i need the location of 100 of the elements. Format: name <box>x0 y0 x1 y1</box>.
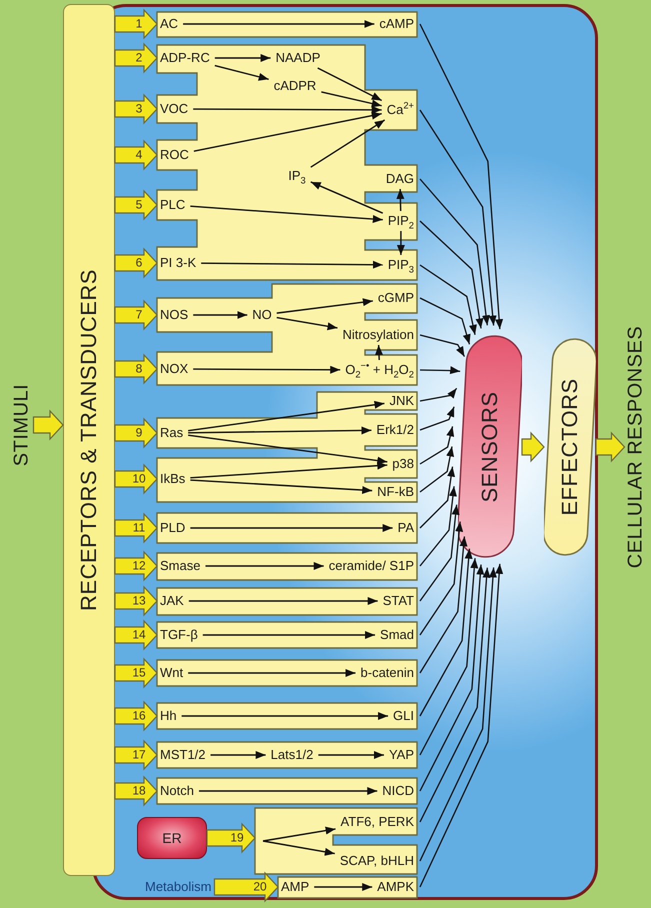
molecule-label: NOS <box>157 307 192 323</box>
arrow <box>205 562 324 570</box>
arrow <box>190 462 388 479</box>
molecule-label: p38 <box>389 456 417 472</box>
block-arrow <box>114 657 158 689</box>
molecule-label: JNK <box>386 393 417 409</box>
molecule-label: ROC <box>157 147 192 163</box>
molecule-label: AMPK <box>374 879 417 895</box>
pathway-panel <box>157 553 417 580</box>
molecule-label: NOX <box>157 361 192 377</box>
molecule-label: NICD <box>379 783 417 799</box>
block-arrow <box>114 42 158 74</box>
block-arrow <box>114 775 158 807</box>
molecule-label: b-catenin <box>358 665 417 681</box>
arrow-number: 18 <box>132 784 146 798</box>
pill-label: SENSORS <box>477 390 503 502</box>
arrow <box>201 260 383 269</box>
block-arrow <box>114 247 158 279</box>
pathway-panel <box>157 703 417 729</box>
arrow <box>194 112 382 152</box>
molecule-label: PLC <box>157 197 188 213</box>
block-arrow <box>521 431 545 463</box>
arrow <box>214 54 271 62</box>
molecule-label: Ras <box>157 425 186 441</box>
arrow-number: 17 <box>132 748 146 762</box>
molecule-label: PA <box>394 520 417 536</box>
pathway-panel <box>157 45 417 280</box>
molecule-label: JAK <box>157 593 187 609</box>
molecule-label: ceramide/ S1P <box>326 558 417 574</box>
block-arrow <box>114 512 158 544</box>
receptor-bar <box>63 4 115 876</box>
pathway-panel <box>157 660 417 686</box>
pathway-panel <box>157 588 417 615</box>
arrow-number: 5 <box>136 198 142 212</box>
arrow <box>183 20 374 28</box>
arrow-number: 13 <box>132 594 146 608</box>
block-arrow <box>114 299 158 331</box>
arrow <box>190 524 393 532</box>
arrow-number: 9 <box>136 426 142 440</box>
molecule-label: ATF6, PERK <box>338 814 417 830</box>
molecule-label: Smad <box>377 627 417 643</box>
arrow <box>396 188 404 212</box>
arrow-number: 2 <box>136 52 142 64</box>
arrow <box>419 522 464 636</box>
arrow <box>321 91 382 108</box>
block-arrow <box>114 8 158 40</box>
pathway-panel <box>255 808 417 874</box>
pathway-panel <box>157 284 417 385</box>
arrow <box>419 548 473 716</box>
organelle-label: ER <box>162 830 182 846</box>
arrow <box>419 564 504 888</box>
arrow <box>419 24 504 330</box>
block-arrow <box>114 739 158 771</box>
arrow-number: 6 <box>136 256 142 270</box>
arrow <box>419 564 484 792</box>
arrow <box>317 67 382 102</box>
arrow <box>420 466 456 528</box>
bar-label: RECEPTORS & TRANSDUCERS <box>76 269 102 611</box>
block-arrow <box>114 619 158 651</box>
molecule-label: ADP-RC <box>157 50 213 66</box>
arrow <box>310 181 384 214</box>
molecule-label: Hh <box>157 708 180 724</box>
arrow <box>262 840 335 856</box>
molecule-label: NO <box>249 307 275 323</box>
pill-label: EFFECTORS <box>557 378 583 516</box>
arrow-number: 3 <box>136 102 142 116</box>
molecule-label: Erk1/2 <box>373 422 417 438</box>
molecule-label: VOC <box>157 101 192 117</box>
pathway-panel <box>157 622 417 648</box>
arrow-number: 19 <box>230 832 244 844</box>
arrow <box>188 669 356 677</box>
arrow <box>420 220 484 329</box>
organelle-block <box>137 817 207 859</box>
side-heading: CELLULAR RESPONSES <box>624 326 648 568</box>
molecule-label: PIP$_{2}$ <box>384 213 417 229</box>
arrow-number: 1 <box>136 18 142 30</box>
arrow-number: 12 <box>132 560 146 572</box>
block-arrow <box>114 463 158 495</box>
arrow <box>190 206 383 224</box>
molecule-label: O$_{2}$$^{−•}$ + H$_{2}$O$_{2}$ <box>342 362 417 378</box>
pathway-panel <box>157 392 417 502</box>
pathway-panel <box>157 12 417 37</box>
molecule-label: NF-kB <box>374 484 417 500</box>
arrow <box>419 110 497 326</box>
arrow <box>419 558 478 756</box>
block-arrow <box>114 700 158 732</box>
arrow-number: 7 <box>136 308 142 322</box>
molecule-label: AMP <box>278 879 312 895</box>
arrow <box>420 388 458 402</box>
arrow <box>310 119 386 168</box>
molecule-label: PLD <box>157 520 188 536</box>
arrow <box>210 751 266 759</box>
molecule-label: DAG <box>382 171 417 187</box>
molecule-label: NAADP <box>272 50 324 66</box>
molecule-label: TGF-β <box>157 627 201 643</box>
arrow-number: 20 <box>253 880 267 894</box>
arrow <box>396 231 405 255</box>
arrow <box>202 631 376 639</box>
block-arrow <box>114 93 158 125</box>
arrow <box>276 316 338 330</box>
